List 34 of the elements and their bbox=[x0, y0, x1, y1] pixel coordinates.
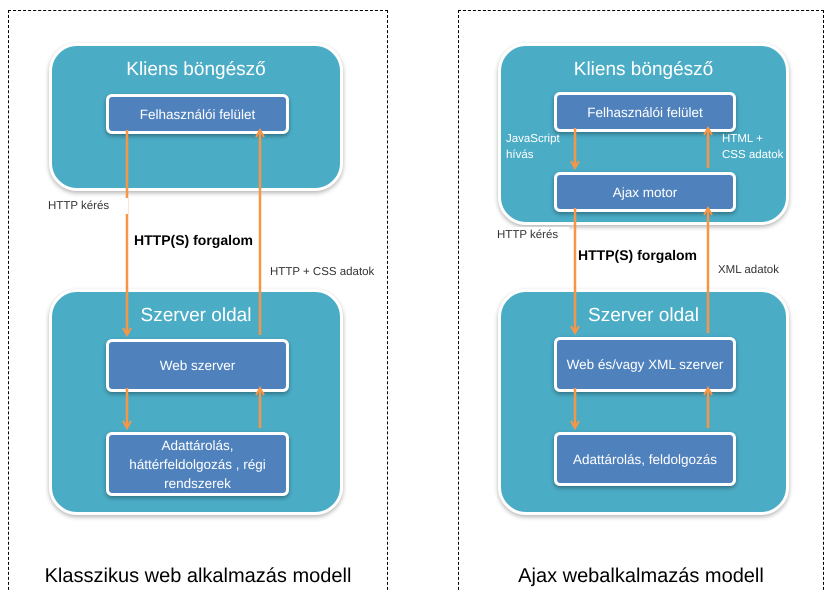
component-box: Adattárolás, háttérfeldolgozás , régi rendszerek bbox=[106, 432, 289, 496]
tier-panel bbox=[498, 43, 789, 225]
arrow bbox=[703, 127, 713, 168]
component-box: Felhasználói felület bbox=[106, 94, 289, 134]
tier-panel bbox=[498, 289, 789, 515]
tier-panel bbox=[49, 289, 343, 515]
tier-heading: Szerver oldal bbox=[587, 304, 700, 328]
arrow bbox=[255, 129, 265, 335]
arrow bbox=[122, 388, 132, 429]
component-box: Adattárolás, feldolgozás bbox=[554, 432, 736, 486]
model-caption: Ajax webalkalmazás modell bbox=[517, 564, 765, 589]
component-box: Ajax motor bbox=[554, 172, 736, 212]
dashed-frame bbox=[458, 10, 824, 590]
edge-label: HTTP kérés bbox=[48, 198, 128, 214]
component-box: Felhasználói felület bbox=[554, 92, 736, 132]
edge-label: HTML + CSS adatok bbox=[722, 132, 784, 163]
tier-panel bbox=[49, 43, 343, 191]
traffic-label: HTTP(S) forgalom bbox=[134, 231, 253, 250]
arrow bbox=[570, 388, 580, 429]
arrow bbox=[570, 128, 580, 169]
arrow bbox=[255, 387, 265, 428]
arrow bbox=[570, 208, 580, 334]
tier-heading: Kliens böngésző bbox=[125, 58, 267, 82]
arrow bbox=[703, 207, 713, 333]
traffic-label: HTTP(S) forgalom bbox=[578, 246, 697, 265]
component-box: Web szerver bbox=[106, 339, 289, 392]
arrow bbox=[122, 130, 132, 336]
component-box: Web és/vagy XML szerver bbox=[554, 337, 736, 392]
model-caption: Klasszikus web alkalmazás modell bbox=[44, 564, 352, 589]
arrow bbox=[703, 387, 713, 428]
tier-heading: Kliens böngésző bbox=[572, 58, 714, 82]
edge-label: JavaScript hívás bbox=[506, 132, 561, 163]
dashed-frame bbox=[8, 10, 388, 590]
tier-heading: Szerver oldal bbox=[140, 304, 252, 328]
